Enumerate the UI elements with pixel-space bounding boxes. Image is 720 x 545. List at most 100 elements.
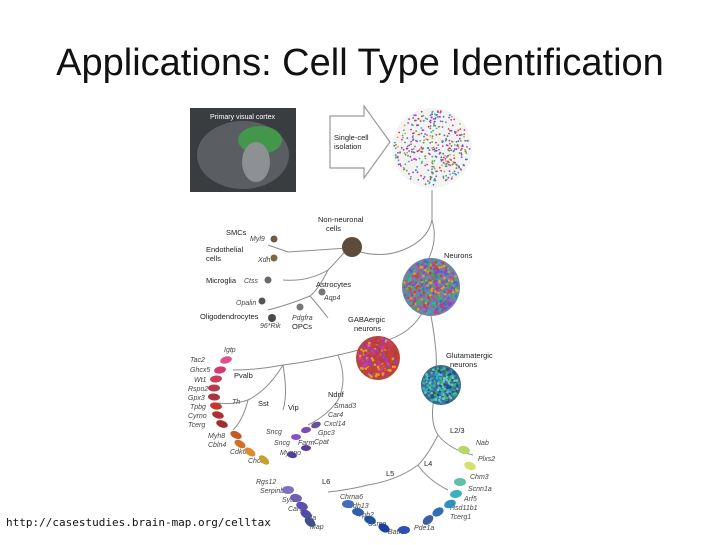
tac2-gene: Tac2 [190, 357, 205, 364]
cell-dot [430, 287, 434, 290]
cell-dot [387, 339, 390, 343]
cell-dot [428, 394, 431, 397]
cluster-pill [282, 486, 294, 494]
cell-dot [425, 311, 429, 315]
l23-label: L2/3 [450, 426, 465, 435]
cell-dot [429, 135, 432, 137]
cell-dot [454, 132, 457, 134]
cell-dot [371, 363, 375, 367]
cell-dot [367, 346, 370, 350]
cell-dot [451, 176, 454, 178]
car4-gene: Car4 [328, 412, 343, 419]
cell-dot [370, 357, 374, 360]
cell-dot [400, 146, 403, 149]
cell-dot [437, 294, 440, 298]
cell-dot [463, 133, 466, 135]
cell-dot [426, 284, 429, 287]
chm3-gene: Chm3 [470, 474, 489, 481]
cell-dot [446, 135, 449, 137]
cell-dot [441, 145, 444, 147]
cell-dot [428, 271, 432, 275]
cell-dot [438, 133, 441, 135]
cell-dot [431, 110, 434, 113]
cell-dot [442, 282, 446, 286]
cell-dot [440, 158, 442, 161]
arrow-shape [329, 104, 391, 180]
cell-dot [438, 266, 441, 269]
hsd11b1-gene: Hsd11b1 [450, 505, 478, 512]
cell-dot [433, 381, 437, 385]
cell-dot [389, 348, 393, 351]
cell-dot [459, 140, 462, 142]
oligodendrocyte-node [268, 314, 276, 322]
cell-dot [446, 386, 449, 390]
cell-dot [448, 304, 451, 307]
cell-dot [432, 368, 435, 372]
cell-dot [447, 128, 450, 130]
cell-dot [435, 299, 438, 302]
cell-dot [408, 144, 410, 147]
cell-dot [432, 297, 436, 300]
cell-dot [403, 281, 406, 284]
cell-dot [454, 278, 457, 282]
cell-dot [435, 380, 439, 383]
cell-dot [412, 286, 416, 290]
cell-dot [447, 296, 450, 300]
cell-dot [443, 290, 447, 293]
cell-dot [413, 299, 417, 302]
cell-dot [458, 137, 461, 140]
cell-dot [439, 274, 443, 278]
cell-dot [448, 376, 452, 380]
cell-dot [433, 167, 436, 170]
cell-dot [393, 144, 396, 147]
cell-dot [428, 279, 431, 282]
cell-dot [402, 168, 405, 171]
cell-dot [388, 362, 391, 366]
cell-dot [399, 165, 402, 167]
cell-dot [466, 140, 469, 142]
cell-dot [437, 373, 441, 376]
cell-dot [394, 154, 397, 157]
cell-dot [391, 357, 395, 361]
brain-section-icon [242, 142, 270, 182]
cell-dot [412, 171, 414, 174]
cluster-pill [301, 426, 311, 434]
cell-dot [432, 118, 435, 120]
cell-dot [427, 147, 430, 150]
cell-dot [425, 264, 428, 268]
smc-node [270, 235, 278, 243]
cell-dot [441, 164, 443, 167]
cell-dot [444, 154, 447, 157]
cell-dot [385, 373, 389, 377]
cell-dot [432, 148, 434, 151]
cell-dot [431, 168, 433, 171]
cell-dot [446, 156, 448, 158]
cell-dot [424, 157, 427, 160]
cell-dot [436, 274, 440, 277]
cell-dot [376, 362, 380, 366]
sncg-gene-1: Sncg [266, 429, 282, 436]
cell-dot [433, 121, 436, 123]
cell-dot [433, 280, 436, 283]
cell-dot [464, 150, 467, 153]
cell-dot [434, 179, 437, 182]
cell-dot [428, 149, 431, 151]
cell-dot [429, 175, 432, 178]
cluster-pill [432, 507, 444, 517]
cell-dot [420, 127, 423, 129]
cell-dot [426, 134, 428, 136]
cell-cloud-dots [393, 110, 471, 186]
oligodendrocyte-gene: 96*Rik [260, 323, 281, 330]
cell-dot [422, 299, 425, 302]
usmo-gene: Usmo [368, 521, 386, 528]
cell-dot [389, 365, 392, 369]
cell-dot [434, 118, 437, 120]
sst-label: Sst [258, 399, 270, 408]
glut-label-1: Glutamatergic [446, 351, 493, 360]
ghcx5-gene: Ghcx5 [190, 367, 210, 374]
taxonomy-diagram: Primary visual cortex Single-cell isolat… [188, 104, 495, 536]
l4-label: L4 [424, 459, 432, 468]
scnn1a-gene: Scnn1a [468, 486, 492, 493]
cell-dot [394, 141, 396, 144]
cell-dot [416, 150, 419, 153]
